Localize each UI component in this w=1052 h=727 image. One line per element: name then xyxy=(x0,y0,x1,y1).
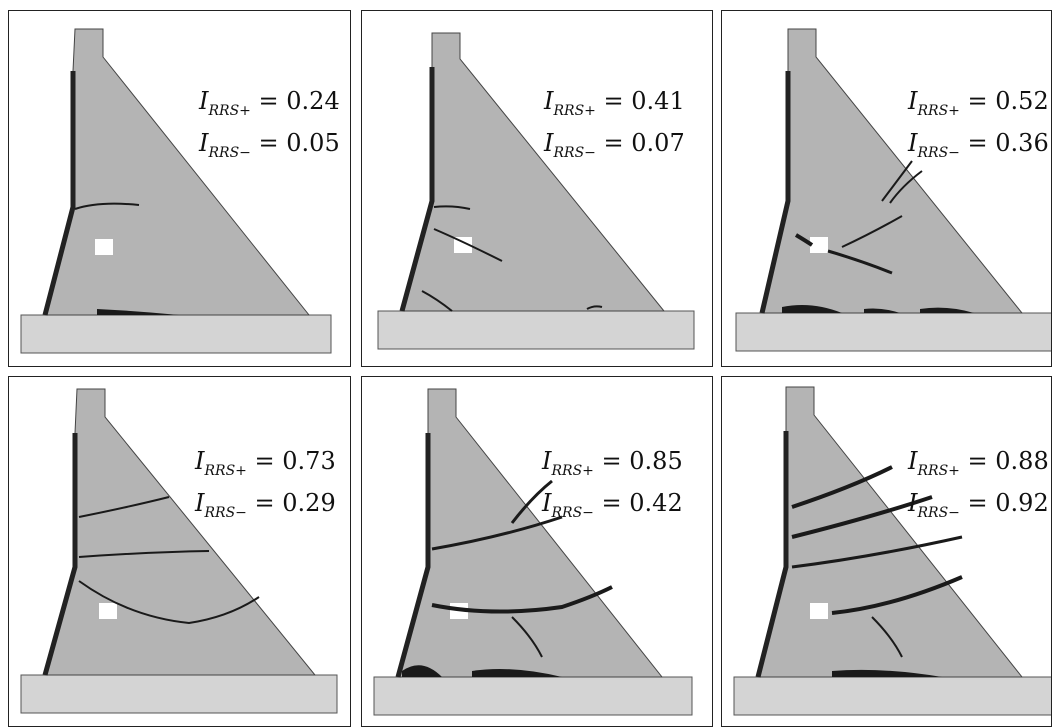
intensity-label: IRRS+ = 0.88 IRRS− = 0.92 xyxy=(908,447,1049,521)
intensity-label: IRRS+ = 0.52 IRRS− = 0.36 xyxy=(908,87,1049,161)
dam-drawing xyxy=(20,28,332,354)
panel-5: IRRS+ = 0.85 IRRS− = 0.42 xyxy=(361,376,713,727)
intensity-label: IRRS+ = 0.41 IRRS− = 0.07 xyxy=(544,87,685,161)
panel-2: IRRS+ = 0.41 IRRS− = 0.07 xyxy=(361,10,713,367)
dam-drawing xyxy=(377,32,695,350)
panel-6: IRRS+ = 0.88 IRRS− = 0.92 xyxy=(721,376,1052,727)
dam-drawing xyxy=(733,386,1051,716)
intensity-label: IRRS+ = 0.73 IRRS− = 0.29 xyxy=(195,447,336,521)
panel-1: IRRS+ = 0.24 IRRS− = 0.05 xyxy=(8,10,351,367)
dam-drawing xyxy=(735,28,1051,352)
intensity-label: IRRS+ = 0.24 IRRS− = 0.05 xyxy=(199,87,340,161)
dam-drawing xyxy=(373,388,693,716)
panel-3: IRRS+ = 0.52 IRRS− = 0.36 xyxy=(721,10,1052,367)
dam-drawing xyxy=(20,388,338,714)
intensity-label: IRRS+ = 0.85 IRRS− = 0.42 xyxy=(542,447,683,521)
panel-4: IRRS+ = 0.73 IRRS− = 0.29 xyxy=(8,376,351,727)
